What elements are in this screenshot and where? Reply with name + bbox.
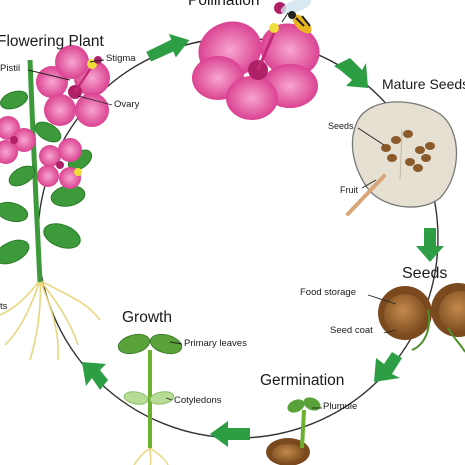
arrow-germination-to-growth <box>210 421 250 447</box>
arrow-seeds-to-germination <box>374 352 402 382</box>
label-seeds-in-fruit: Seeds <box>328 121 354 131</box>
stage-title-mature-seeds: Mature Seeds <box>382 76 465 92</box>
arrow-mature-to-seeds <box>416 228 444 262</box>
label-food-storage: Food storage <box>300 287 356 298</box>
label-primary-leaves: Primary leaves <box>184 338 247 349</box>
plant-flower-3 <box>37 138 82 189</box>
pollination-flower <box>192 2 320 120</box>
label-cotyledons: Cotyledons <box>174 395 222 406</box>
seed-cross-sections <box>367 283 465 353</box>
young-plant <box>117 333 183 465</box>
label-plumule: Plumule <box>323 401 358 412</box>
arrow-flowering-to-pollination <box>146 33 190 62</box>
stage-title-flowering-plant: Flowering Plant <box>0 33 104 50</box>
stage-title-growth: Growth <box>122 309 172 326</box>
plant-flower-2 <box>0 116 36 164</box>
fruit-with-seeds <box>346 101 458 216</box>
flowering-plant <box>0 45 113 361</box>
stage-title-seeds: Seeds <box>402 265 448 282</box>
label-ovary: Ovary <box>114 99 140 110</box>
label-fruit: Fruit <box>340 185 358 195</box>
arrow-growth-to-flowering <box>82 362 108 390</box>
wasp-icon <box>280 0 312 34</box>
label-stigma: Stigma <box>106 53 136 64</box>
label-roots-partial: ts <box>0 301 8 312</box>
stage-title-germination: Germination <box>260 372 345 389</box>
label-pistil: Pistil <box>0 63 21 74</box>
label-seed-coat: Seed coat <box>330 325 373 336</box>
stage-title-pollination: Pollination <box>188 0 260 9</box>
germinating-seedling <box>266 397 322 465</box>
arrow-pollination-to-mature <box>334 58 368 88</box>
plant-flower-main <box>36 45 110 127</box>
